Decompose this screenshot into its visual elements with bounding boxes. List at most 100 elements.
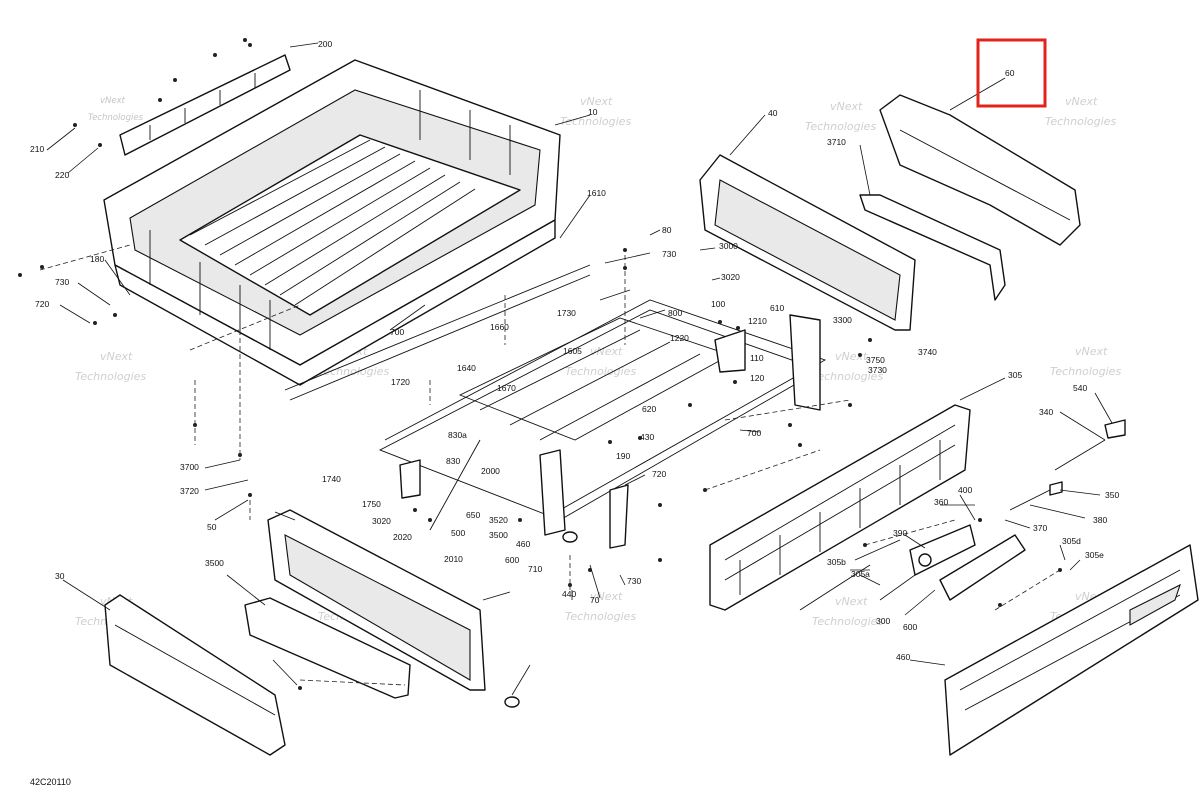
part-label-3520: 3520 [489, 515, 508, 525]
assembly-lines [39, 244, 1061, 686]
part-label-305e: 305e [1085, 550, 1104, 560]
part-label-110: 110 [750, 353, 764, 363]
watermark-3b: Technologies [805, 120, 876, 133]
part-label-1720: 1720 [391, 377, 410, 387]
part-label-730: 730 [662, 249, 676, 259]
part-label-220: 220 [55, 170, 69, 180]
watermark-9b: Technologies [1050, 365, 1121, 378]
part-label-600: 600 [903, 622, 917, 632]
part-label-10: 10 [588, 107, 598, 117]
part-label-830a: 830a [448, 430, 467, 440]
part-label-3500: 3500 [205, 558, 224, 568]
part-label-100: 100 [711, 299, 725, 309]
part-label-600: 600 [505, 555, 519, 565]
part-label-3740: 3740 [918, 347, 937, 357]
part-label-1730: 1730 [557, 308, 576, 318]
figure-code: 42C20110 [30, 777, 71, 787]
side-trim-left [244, 597, 411, 699]
watermark-5b: Technologies [75, 370, 146, 383]
part-label-1750: 1750 [362, 499, 381, 509]
watermark-1: vNext [100, 96, 126, 106]
latch-assembly [909, 524, 1026, 601]
part-label-3000: 3000 [719, 241, 738, 251]
part-label-800: 800 [668, 308, 682, 318]
watermark-4: vNext [1065, 95, 1098, 108]
part-label-305d: 305d [1062, 536, 1081, 546]
part-label-3700: 3700 [180, 462, 199, 472]
part-label-830: 830 [446, 456, 460, 466]
watermark-13b: Technologies [812, 615, 883, 628]
watermark-8: vNext [835, 350, 868, 363]
part-label-30: 30 [55, 571, 65, 581]
part-label-730: 730 [627, 576, 641, 586]
part-label-720: 720 [652, 469, 666, 479]
watermark-4b: Technologies [1045, 115, 1116, 128]
part-label-3300: 3300 [833, 315, 852, 325]
part-label-3750: 3750 [866, 355, 885, 365]
watermark-2: vNext [580, 95, 613, 108]
side-trim-right [859, 194, 1006, 301]
top-rail [119, 54, 291, 156]
part-label-1660: 1660 [490, 322, 509, 332]
part-label-710: 710 [528, 564, 542, 574]
part-label-3020: 3020 [721, 272, 740, 282]
part-label-460: 460 [896, 652, 910, 662]
part-label-620: 620 [642, 404, 656, 414]
part-label-2020: 2020 [393, 532, 412, 542]
part-label-610: 610 [770, 303, 784, 313]
cargo-box [103, 59, 561, 386]
part-label-305b: 305b [827, 557, 846, 567]
part-label-3710: 3710 [827, 137, 846, 147]
part-label-400: 400 [958, 485, 972, 495]
part-label-60: 60 [1005, 68, 1015, 78]
watermark-5: vNext [100, 350, 133, 363]
watermark-7b: Technologies [565, 365, 636, 378]
part-label-50: 50 [207, 522, 217, 532]
fasteners [18, 38, 1062, 690]
part-label-40: 40 [768, 108, 778, 118]
part-label-650: 650 [466, 510, 480, 520]
part-label-3020: 3020 [372, 516, 391, 526]
watermark-7: vNext [590, 345, 623, 358]
part-label-210: 210 [30, 144, 44, 154]
part-label-3720: 3720 [180, 486, 199, 496]
part-label-380: 380 [1093, 515, 1107, 525]
part-label-300: 300 [876, 616, 890, 626]
part-label-200: 200 [318, 39, 332, 49]
part-label-3500: 3500 [489, 530, 508, 540]
part-label-720: 720 [35, 299, 49, 309]
part-label-500: 500 [451, 528, 465, 538]
side-panel-left [267, 509, 486, 691]
part-label-80: 80 [662, 225, 672, 235]
part-label-390: 390 [893, 528, 907, 538]
part-label-700: 700 [390, 327, 404, 337]
part-label-350: 350 [1105, 490, 1119, 500]
tailgate-inner-panel [709, 404, 971, 611]
part-label-700: 700 [747, 428, 761, 438]
watermark-12b: Technologies [565, 610, 636, 623]
part-label-540: 540 [1073, 383, 1087, 393]
part-label-730: 730 [55, 277, 69, 287]
part-label-360: 360 [934, 497, 948, 507]
part-label-440: 440 [562, 589, 576, 599]
part-label-1610: 1610 [587, 188, 606, 198]
watermark-9: vNext [1075, 345, 1108, 358]
part-label-370: 370 [1033, 523, 1047, 533]
part-label-190: 190 [616, 451, 630, 461]
part-label-180: 180 [90, 254, 104, 264]
leader-lines [46, 42, 1113, 696]
side-panel-right [699, 154, 916, 331]
watermark-13: vNext [835, 595, 868, 608]
part-label-2010: 2010 [444, 554, 463, 564]
part-label-340: 340 [1039, 407, 1053, 417]
part-label-460: 460 [516, 539, 530, 549]
part-label-1220: 1220 [670, 333, 689, 343]
watermark-3: vNext [830, 100, 863, 113]
watermark-8b: Technologies [812, 370, 883, 383]
part-label-2000: 2000 [481, 466, 500, 476]
highlight-box-part-60 [976, 38, 1047, 108]
part-label-1740: 1740 [322, 474, 341, 484]
frame-assembly [284, 264, 827, 536]
